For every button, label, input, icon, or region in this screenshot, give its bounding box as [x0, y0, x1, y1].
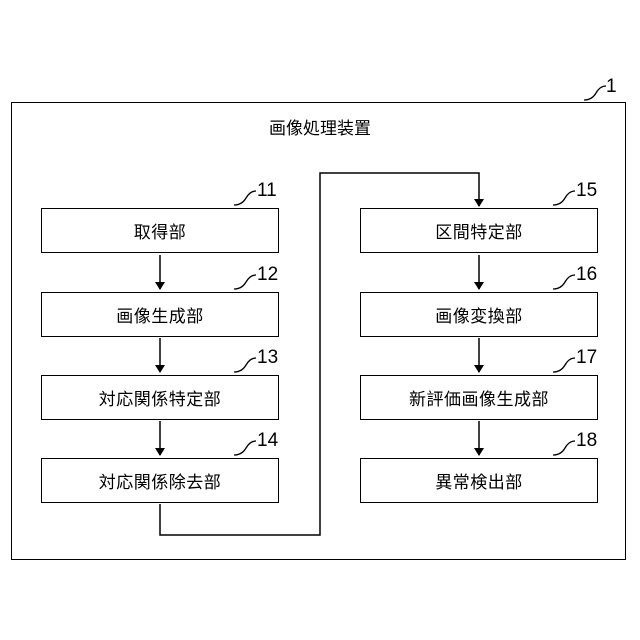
device-title: 画像処理装置	[0, 114, 640, 139]
block-section-identification-unit: 区間特定部	[360, 208, 598, 253]
block-anomaly-detection-unit: 異常検出部	[360, 458, 598, 503]
ref-number-16: 16	[576, 264, 597, 286]
block-new-evaluation-image-generation-unit: 新評価画像生成部	[360, 375, 598, 420]
block-correspondence-identification-unit: 対応関係特定部	[41, 375, 279, 420]
ref-number-17: 17	[576, 347, 597, 369]
ref-number-15: 15	[576, 180, 597, 202]
block-correspondence-removal-unit: 対応関係除去部	[41, 458, 279, 503]
block-image-conversion-unit: 画像変換部	[360, 292, 598, 337]
ref-number-13: 13	[257, 347, 278, 369]
ref-number-18: 18	[576, 430, 597, 452]
device-leader-line	[584, 86, 606, 100]
block-image-generation-unit: 画像生成部	[41, 292, 279, 337]
block-acquisition-unit: 取得部	[41, 208, 279, 253]
ref-number-14: 14	[257, 430, 278, 452]
ref-number-11: 11	[257, 180, 277, 202]
ref-number-12: 12	[257, 264, 278, 286]
device-ref-number: 1	[606, 76, 617, 98]
